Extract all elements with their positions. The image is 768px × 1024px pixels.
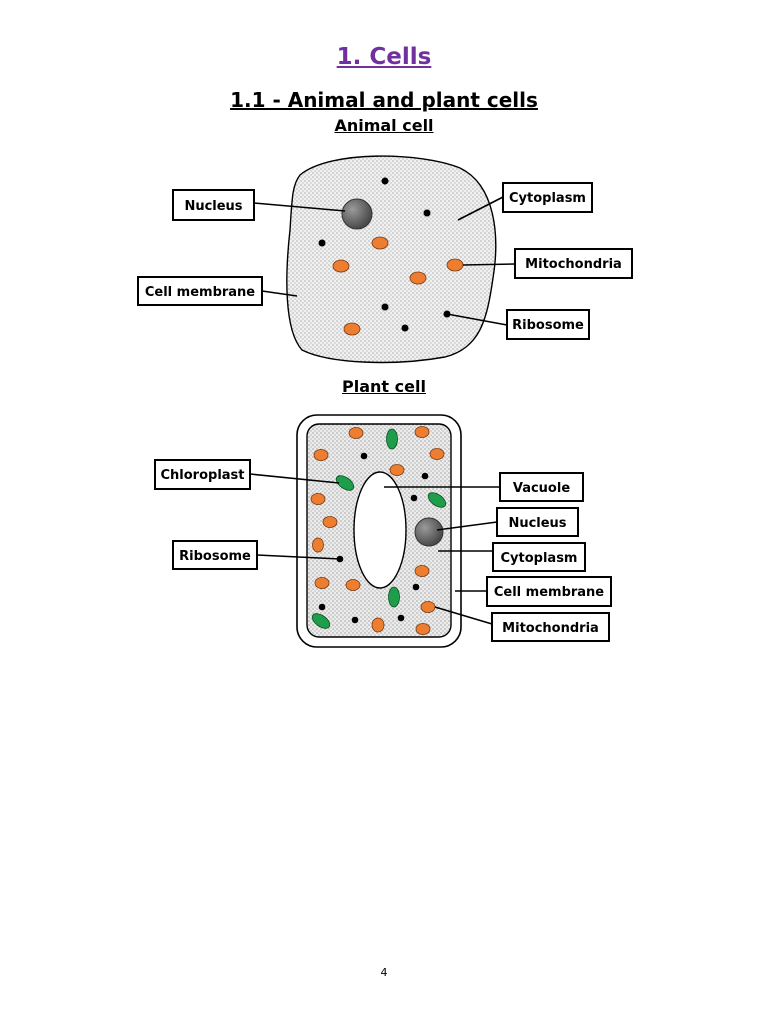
svg-text:Vacuole: Vacuole [513,481,570,496]
animal-label-cell-membrane: Cell membrane [137,276,263,306]
plant-nucleus [414,517,444,547]
animal-cell-heading: Animal cell [334,116,434,135]
svg-text:Cell membrane: Cell membrane [494,585,604,600]
animal-leader-lines [253,196,516,326]
plant-leader-lines [249,473,500,625]
plant-vacuole [353,471,407,589]
svg-text:Nucleus: Nucleus [184,199,242,214]
plant-ribosomes [318,452,429,624]
page-title: 1. Cells [336,44,432,70]
svg-text:Cytoplasm: Cytoplasm [509,191,586,206]
plant-mitochondria [310,426,445,635]
plant-label-mitochondria: Mitochondria [491,612,610,642]
svg-text:Mitochondria: Mitochondria [525,257,622,272]
svg-text:Ribosome: Ribosome [179,549,251,564]
plant-label-chloroplast: Chloroplast [154,459,251,490]
svg-text:Cytoplasm: Cytoplasm [501,551,578,566]
animal-cell-membrane [286,155,497,364]
svg-text:Nucleus: Nucleus [508,516,566,531]
plant-chloroplasts [311,428,447,629]
plant-label-cell-membrane: Cell membrane [486,576,612,607]
animal-label-nucleus: Nucleus [172,189,255,221]
svg-text:Cell membrane: Cell membrane [145,285,255,300]
plant-cell-diagram: Chloroplast Vacuole Nucleus Ribosome Cyt… [154,414,612,648]
animal-mitochondria [332,236,464,336]
plant-label-vacuole: Vacuole [499,472,584,502]
plant-label-nucleus: Nucleus [496,507,579,537]
animal-label-mitochondria: Mitochondria [514,248,633,279]
svg-text:Chloroplast: Chloroplast [160,468,244,483]
page-number: 4 [380,966,388,979]
svg-text:Ribosome: Ribosome [512,318,584,333]
plant-label-cytoplasm: Cytoplasm [492,542,586,572]
plant-cell-heading: Plant cell [342,377,426,396]
plant-label-ribosome: Ribosome [172,540,258,570]
animal-cell-diagram: Nucleus Cytoplasm Mitochondria Cell memb… [137,155,633,364]
section-heading: 1.1 - Animal and plant cells [230,88,538,112]
svg-text:Mitochondria: Mitochondria [502,621,599,636]
animal-label-ribosome: Ribosome [506,309,590,340]
animal-label-cytoplasm: Cytoplasm [502,182,593,213]
animal-nucleus [341,198,373,230]
